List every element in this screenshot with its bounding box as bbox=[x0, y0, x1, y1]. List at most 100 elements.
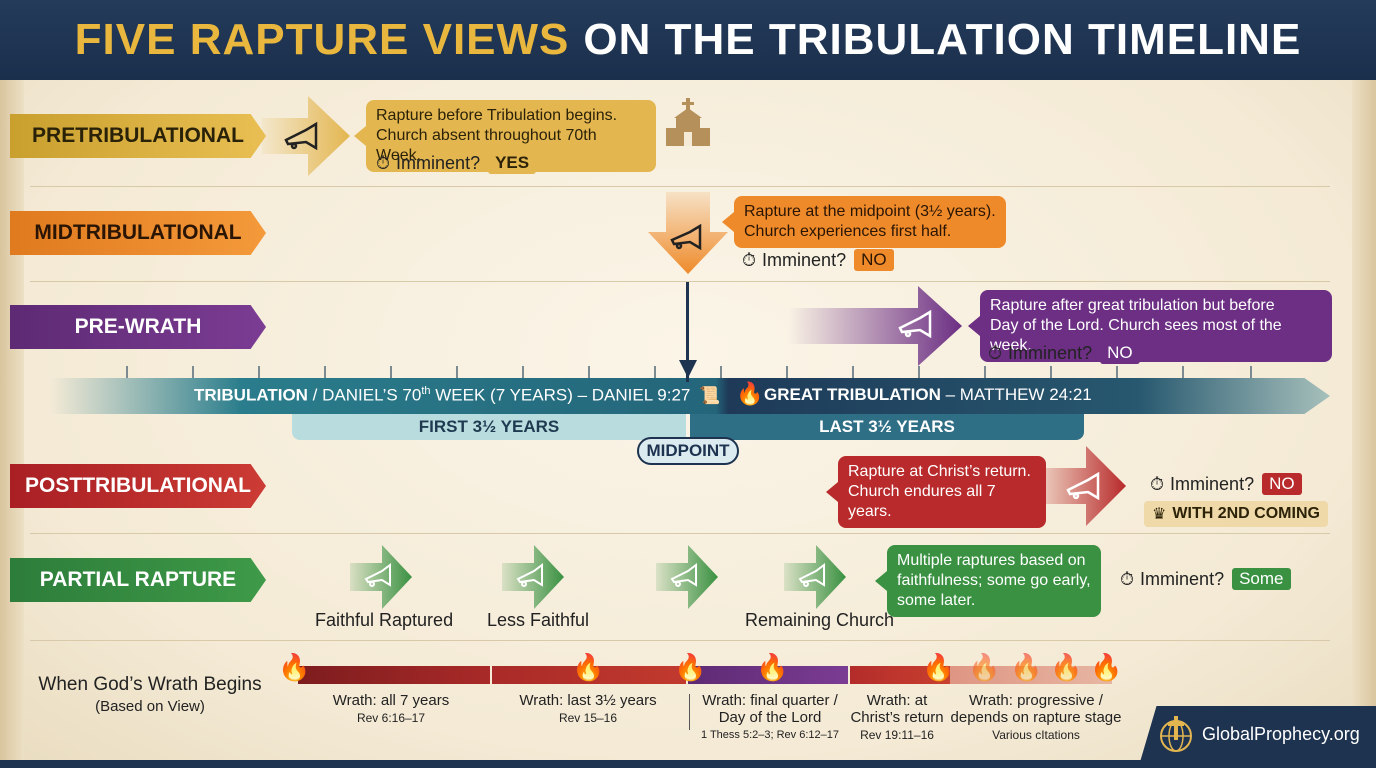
great-tribulation-label: 🔥 GREAT TRIBULATION – MATTHEW 24:21 bbox=[736, 381, 1092, 406]
view-label-posttrib: POSTTRIBULATIONAL bbox=[10, 464, 266, 508]
trumpet-icon bbox=[1066, 471, 1100, 501]
matthew-reference: – MATTHEW 24:21 bbox=[940, 385, 1092, 404]
trumpet-icon bbox=[516, 563, 543, 587]
imminent-label: Imminent? bbox=[762, 249, 847, 270]
posttrib-imminent: ⏱ Imminent? NO bbox=[1150, 473, 1302, 495]
prewrath-rapture-arrow bbox=[788, 286, 962, 366]
stopwatch-icon: ⏱ bbox=[1120, 568, 1135, 589]
timeline-tick bbox=[654, 366, 656, 378]
timeline-tick bbox=[984, 366, 986, 378]
midtrib-desc-line2: Church experiences first half. bbox=[744, 223, 952, 240]
midpoint-label: MIDPOINT bbox=[637, 437, 739, 465]
crown-icon: ♛ bbox=[1152, 506, 1167, 523]
timeline-tick bbox=[1250, 366, 1252, 378]
wrath-item-posttrib: Wrath: at Christ’s return Rev 19:11–16 bbox=[850, 692, 944, 743]
partial-imminent: ⏱ Imminent? Some bbox=[1120, 568, 1291, 590]
brand-text[interactable]: GlobalProphecy.org bbox=[1202, 723, 1360, 744]
divider bbox=[30, 533, 1330, 534]
imminent-label: Imminent? bbox=[396, 152, 481, 173]
timeline-tick bbox=[456, 366, 458, 378]
wrath-reference: Rev 15–16 bbox=[558, 711, 618, 725]
wrath-label: Wrath: all 7 years bbox=[332, 692, 450, 709]
midtrib-description: Rapture at the midpoint (3½ years). Chur… bbox=[722, 196, 1006, 248]
wrath-label: Wrath: final quarter / bbox=[702, 692, 838, 709]
stopwatch-icon: ⏱ bbox=[742, 249, 757, 270]
tribulation-title: TRIBULATION bbox=[194, 385, 308, 405]
wrath-item-midtrib: Wrath: last 3½ years Rev 15–16 bbox=[512, 692, 664, 726]
partial-desc-line1: Multiple raptures based on bbox=[897, 552, 1086, 569]
trumpet-icon bbox=[898, 309, 932, 339]
wrath-subtitle: (Based on View) bbox=[95, 698, 205, 715]
view-label-pretrib: PRETRIBULATIONAL bbox=[10, 114, 266, 158]
divider bbox=[30, 281, 1330, 282]
prewrath-desc-line1: Rapture after great tribulation but befo… bbox=[990, 297, 1275, 314]
stage-less-faithful: Less Faithful bbox=[487, 610, 590, 630]
imminent-badge: NO bbox=[1262, 473, 1302, 495]
posttrib-desc-line1: Rapture at Christ’s return. bbox=[848, 463, 1031, 480]
timeline-tick bbox=[258, 366, 260, 378]
imminent-badge: YES bbox=[488, 152, 537, 174]
wrath-bar-prewrath bbox=[688, 666, 848, 684]
prewrath-description: Rapture after great tribulation but befo… bbox=[968, 290, 1332, 362]
timeline-tick bbox=[720, 366, 722, 378]
trumpet-icon bbox=[364, 563, 391, 587]
trumpet-icon bbox=[670, 563, 697, 587]
stopwatch-icon: ⏱ bbox=[988, 342, 1003, 363]
wrath-item-pretrib: Wrath: all 7 years Rev 6:16–17 bbox=[318, 692, 464, 726]
timeline-tick bbox=[588, 366, 590, 378]
midtrib-rapture-arrow bbox=[648, 192, 728, 274]
divider bbox=[30, 640, 1330, 641]
title-highlight: FIVE RAPTURE VIEWS bbox=[74, 15, 570, 64]
ordinal-suffix: th bbox=[421, 385, 431, 397]
wrath-item-prewrath: Wrath: final quarter / Day of the Lord 1… bbox=[694, 692, 846, 743]
wrath-bar-posttrib bbox=[850, 666, 950, 684]
stage-remaining-church: Remaining Church bbox=[745, 610, 895, 630]
daniel-week-label: / DANIEL’S 70 bbox=[307, 385, 422, 405]
pretrib-description: Rapture before Tribulation begins. Churc… bbox=[354, 100, 656, 172]
partial-desc-line2: faithfulness; some go early, bbox=[897, 572, 1091, 589]
prewrath-desc-line2: Day of the Lord. Church sees most of the… bbox=[990, 317, 1282, 354]
timeline-tick bbox=[1182, 366, 1184, 378]
trumpet-icon bbox=[798, 563, 825, 587]
title-rest: ON THE TRIBULATION TIMELINE bbox=[583, 15, 1302, 64]
second-coming-label: WITH 2ND COMING bbox=[1172, 505, 1320, 522]
wrath-section-title: When God’s Wrath Begins (Based on View) bbox=[30, 674, 270, 715]
timeline-tick bbox=[1050, 366, 1052, 378]
pretrib-imminent: ⏱ Imminent? YES bbox=[376, 152, 537, 174]
wrath-label: Wrath: progressive / bbox=[969, 692, 1103, 709]
wrath-label-2: Christ’s return bbox=[850, 709, 944, 726]
flame-icon: 🔥 bbox=[736, 381, 764, 406]
church-icon bbox=[666, 98, 710, 146]
tribulation-timeline-band bbox=[50, 378, 1330, 414]
wrath-reference: 1 Thess 5:2–3; Rev 6:12–17 bbox=[700, 729, 839, 741]
partial-desc-line3: some later. bbox=[897, 592, 976, 609]
wrath-label-2: Day of the Lord bbox=[718, 709, 822, 726]
flame-icon: 🔥 bbox=[756, 652, 789, 682]
flame-icon: 🔥 bbox=[1010, 652, 1043, 682]
midtrib-desc-line1: Rapture at the midpoint (3½ years). bbox=[744, 203, 996, 220]
pretrib-rapture-arrow bbox=[262, 96, 350, 176]
trumpet-icon bbox=[284, 121, 318, 151]
partial-rapture-arrow bbox=[350, 545, 412, 609]
timeline-tick bbox=[852, 366, 854, 378]
pretrib-desc-line1: Rapture before Tribulation begins. bbox=[376, 107, 618, 124]
partial-rapture-arrow bbox=[784, 545, 846, 609]
wrath-bar-partial bbox=[950, 666, 1112, 684]
wrath-label: Wrath: at bbox=[866, 692, 928, 709]
globe-cross-icon bbox=[1160, 716, 1192, 752]
stopwatch-icon: ⏱ bbox=[1150, 473, 1165, 494]
wrath-reference: Rev 6:16–17 bbox=[356, 711, 426, 725]
timeline-tick bbox=[390, 366, 392, 378]
timeline-tick bbox=[786, 366, 788, 378]
flame-icon: 🔥 bbox=[1050, 652, 1083, 682]
wrath-separator bbox=[689, 694, 690, 730]
posttrib-rapture-arrow bbox=[1040, 446, 1126, 526]
view-label-midtrib: MIDTRIBULATIONAL bbox=[10, 211, 266, 255]
page-title: FIVE RAPTURE VIEWS ON THE TRIBULATION TI… bbox=[0, 0, 1376, 80]
pretrib-desc-line2: Church absent throughout 70th Week. bbox=[376, 127, 597, 164]
flame-icon: 🔥 bbox=[1090, 652, 1123, 682]
brand-logo[interactable]: GlobalProphecy.org bbox=[1140, 706, 1376, 762]
daniel-reference: WEEK (7 YEARS) – DANIEL 9:27 bbox=[430, 385, 691, 405]
trumpet-icon bbox=[670, 223, 702, 251]
tribulation-label: TRIBULATION / DANIEL’S 70th WEEK (7 YEAR… bbox=[194, 385, 720, 406]
